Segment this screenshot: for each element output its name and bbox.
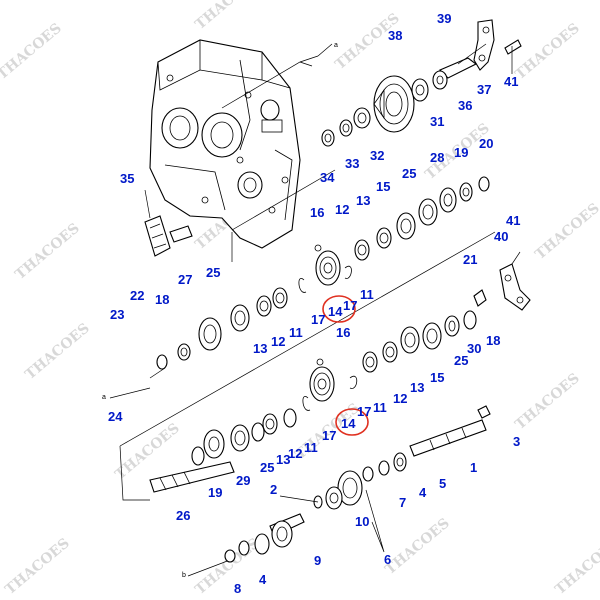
watermark: THACOES	[22, 320, 93, 383]
part-number-label: 4	[259, 572, 267, 587]
lower-shaft-assembly	[149, 326, 420, 493]
part-number-label: 19	[454, 145, 468, 160]
part-number-label: 13	[410, 380, 424, 395]
part-number-label: 27	[178, 272, 192, 287]
part-number-label: 33	[345, 156, 359, 171]
part-number-label: 26	[176, 508, 190, 523]
part-number-label: 16	[310, 205, 324, 220]
part-number-label: 11	[360, 287, 374, 302]
part-number-label: 25	[260, 460, 274, 475]
part-number-label: 25	[454, 353, 468, 368]
part-number-label: 9	[314, 553, 321, 568]
part-number-label: 10	[355, 514, 369, 529]
watermark: THACOES	[192, 0, 263, 33]
part-number-label: 22	[130, 288, 144, 303]
part-number-label: 39	[437, 11, 451, 26]
highlight-circle-upper	[322, 295, 356, 323]
part-number-label: 28	[430, 150, 444, 165]
transmission-case	[149, 39, 301, 249]
part-number-label: 41	[506, 213, 520, 228]
cover-35	[144, 189, 193, 257]
part-number-label: 30	[467, 341, 481, 356]
part-number-label: 11	[304, 440, 318, 455]
ring-gear-38	[373, 75, 415, 133]
part-labels: 39 38 37 41 36 31 32 33 34 35 28 19 20 2…	[108, 11, 520, 596]
part-number-label: 29	[236, 473, 250, 488]
part-number-label: 31	[430, 114, 444, 129]
part-number-label: 12	[288, 446, 302, 461]
callout-b-bottom: b	[182, 572, 186, 579]
part-number-label: 19	[208, 485, 222, 500]
part-number-label: 4	[419, 485, 427, 500]
part-number-label: 6	[384, 552, 391, 567]
part-number-label: 18	[155, 292, 169, 307]
highlight-circle-lower	[335, 408, 369, 436]
part-number-label: 12	[335, 202, 349, 217]
part-number-label: 17	[343, 298, 357, 313]
part-number-label: 25	[402, 166, 416, 181]
part-number-label: 13	[253, 341, 267, 356]
part-number-label: 36	[458, 98, 472, 113]
watermark: THACOES	[192, 535, 263, 598]
part-number-label: 15	[430, 370, 444, 385]
watermark: THACOES	[552, 535, 600, 598]
part-number-label: 3	[513, 434, 520, 449]
part-number-label: 2	[270, 482, 277, 497]
highlight-marks	[322, 295, 369, 436]
upper-shaft-assembly	[149, 176, 490, 379]
bracket-assembly-top	[439, 19, 522, 79]
part-number-label: 17	[322, 428, 336, 443]
main-shaft-1	[224, 405, 491, 563]
watermark: THACOES	[112, 420, 183, 483]
part-number-label: 38	[388, 28, 402, 43]
part-number-label: 35	[120, 171, 134, 186]
bracket-assembly-right	[422, 251, 531, 350]
part-number-label: 1	[470, 460, 477, 475]
part-number-label: 13	[356, 193, 370, 208]
watermark: THACOES	[382, 515, 453, 578]
part-number-label: 8	[234, 581, 241, 596]
reference-markers: a a b	[102, 42, 496, 579]
part-number-label: 17	[357, 404, 371, 419]
part-number-label: 25	[206, 265, 220, 280]
part-number-label: 32	[370, 148, 384, 163]
part-number-label: 37	[477, 82, 491, 97]
part-number-label: 40	[494, 229, 508, 244]
part-number-label: 16	[336, 325, 350, 340]
watermark: THACOES	[512, 370, 583, 433]
watermark: THACOES	[2, 535, 73, 598]
part-number-label: 21	[463, 252, 477, 267]
part-number-label: 34	[320, 170, 335, 185]
part-number-label: 20	[479, 136, 493, 151]
part-number-label: 41	[504, 74, 518, 89]
part-number-label: 7	[399, 495, 406, 510]
watermark: THACOES	[12, 220, 83, 283]
part-number-label: 11	[289, 325, 303, 340]
part-number-label: 13	[276, 452, 290, 467]
watermark: THACOES	[512, 20, 583, 83]
part-number-label: 12	[393, 391, 407, 406]
part-number-label: 5	[439, 476, 446, 491]
part-number-label: 12	[271, 334, 285, 349]
watermark: THACOES	[0, 20, 65, 83]
part-number-label: 17	[311, 312, 325, 327]
part-number-label: 24	[108, 409, 123, 424]
part-number-label: 14	[328, 304, 343, 319]
part-number-label: 15	[376, 179, 390, 194]
part-number-label: 11	[373, 400, 387, 415]
part-number-label: 18	[486, 333, 500, 348]
part-number-label: 23	[110, 307, 124, 322]
callout-a-bottom: a	[102, 394, 106, 401]
part-number-label: 14	[341, 416, 356, 431]
callout-a-top: a	[334, 42, 338, 49]
watermark: THACOES	[532, 200, 600, 263]
bearing-stack-top	[321, 70, 448, 147]
